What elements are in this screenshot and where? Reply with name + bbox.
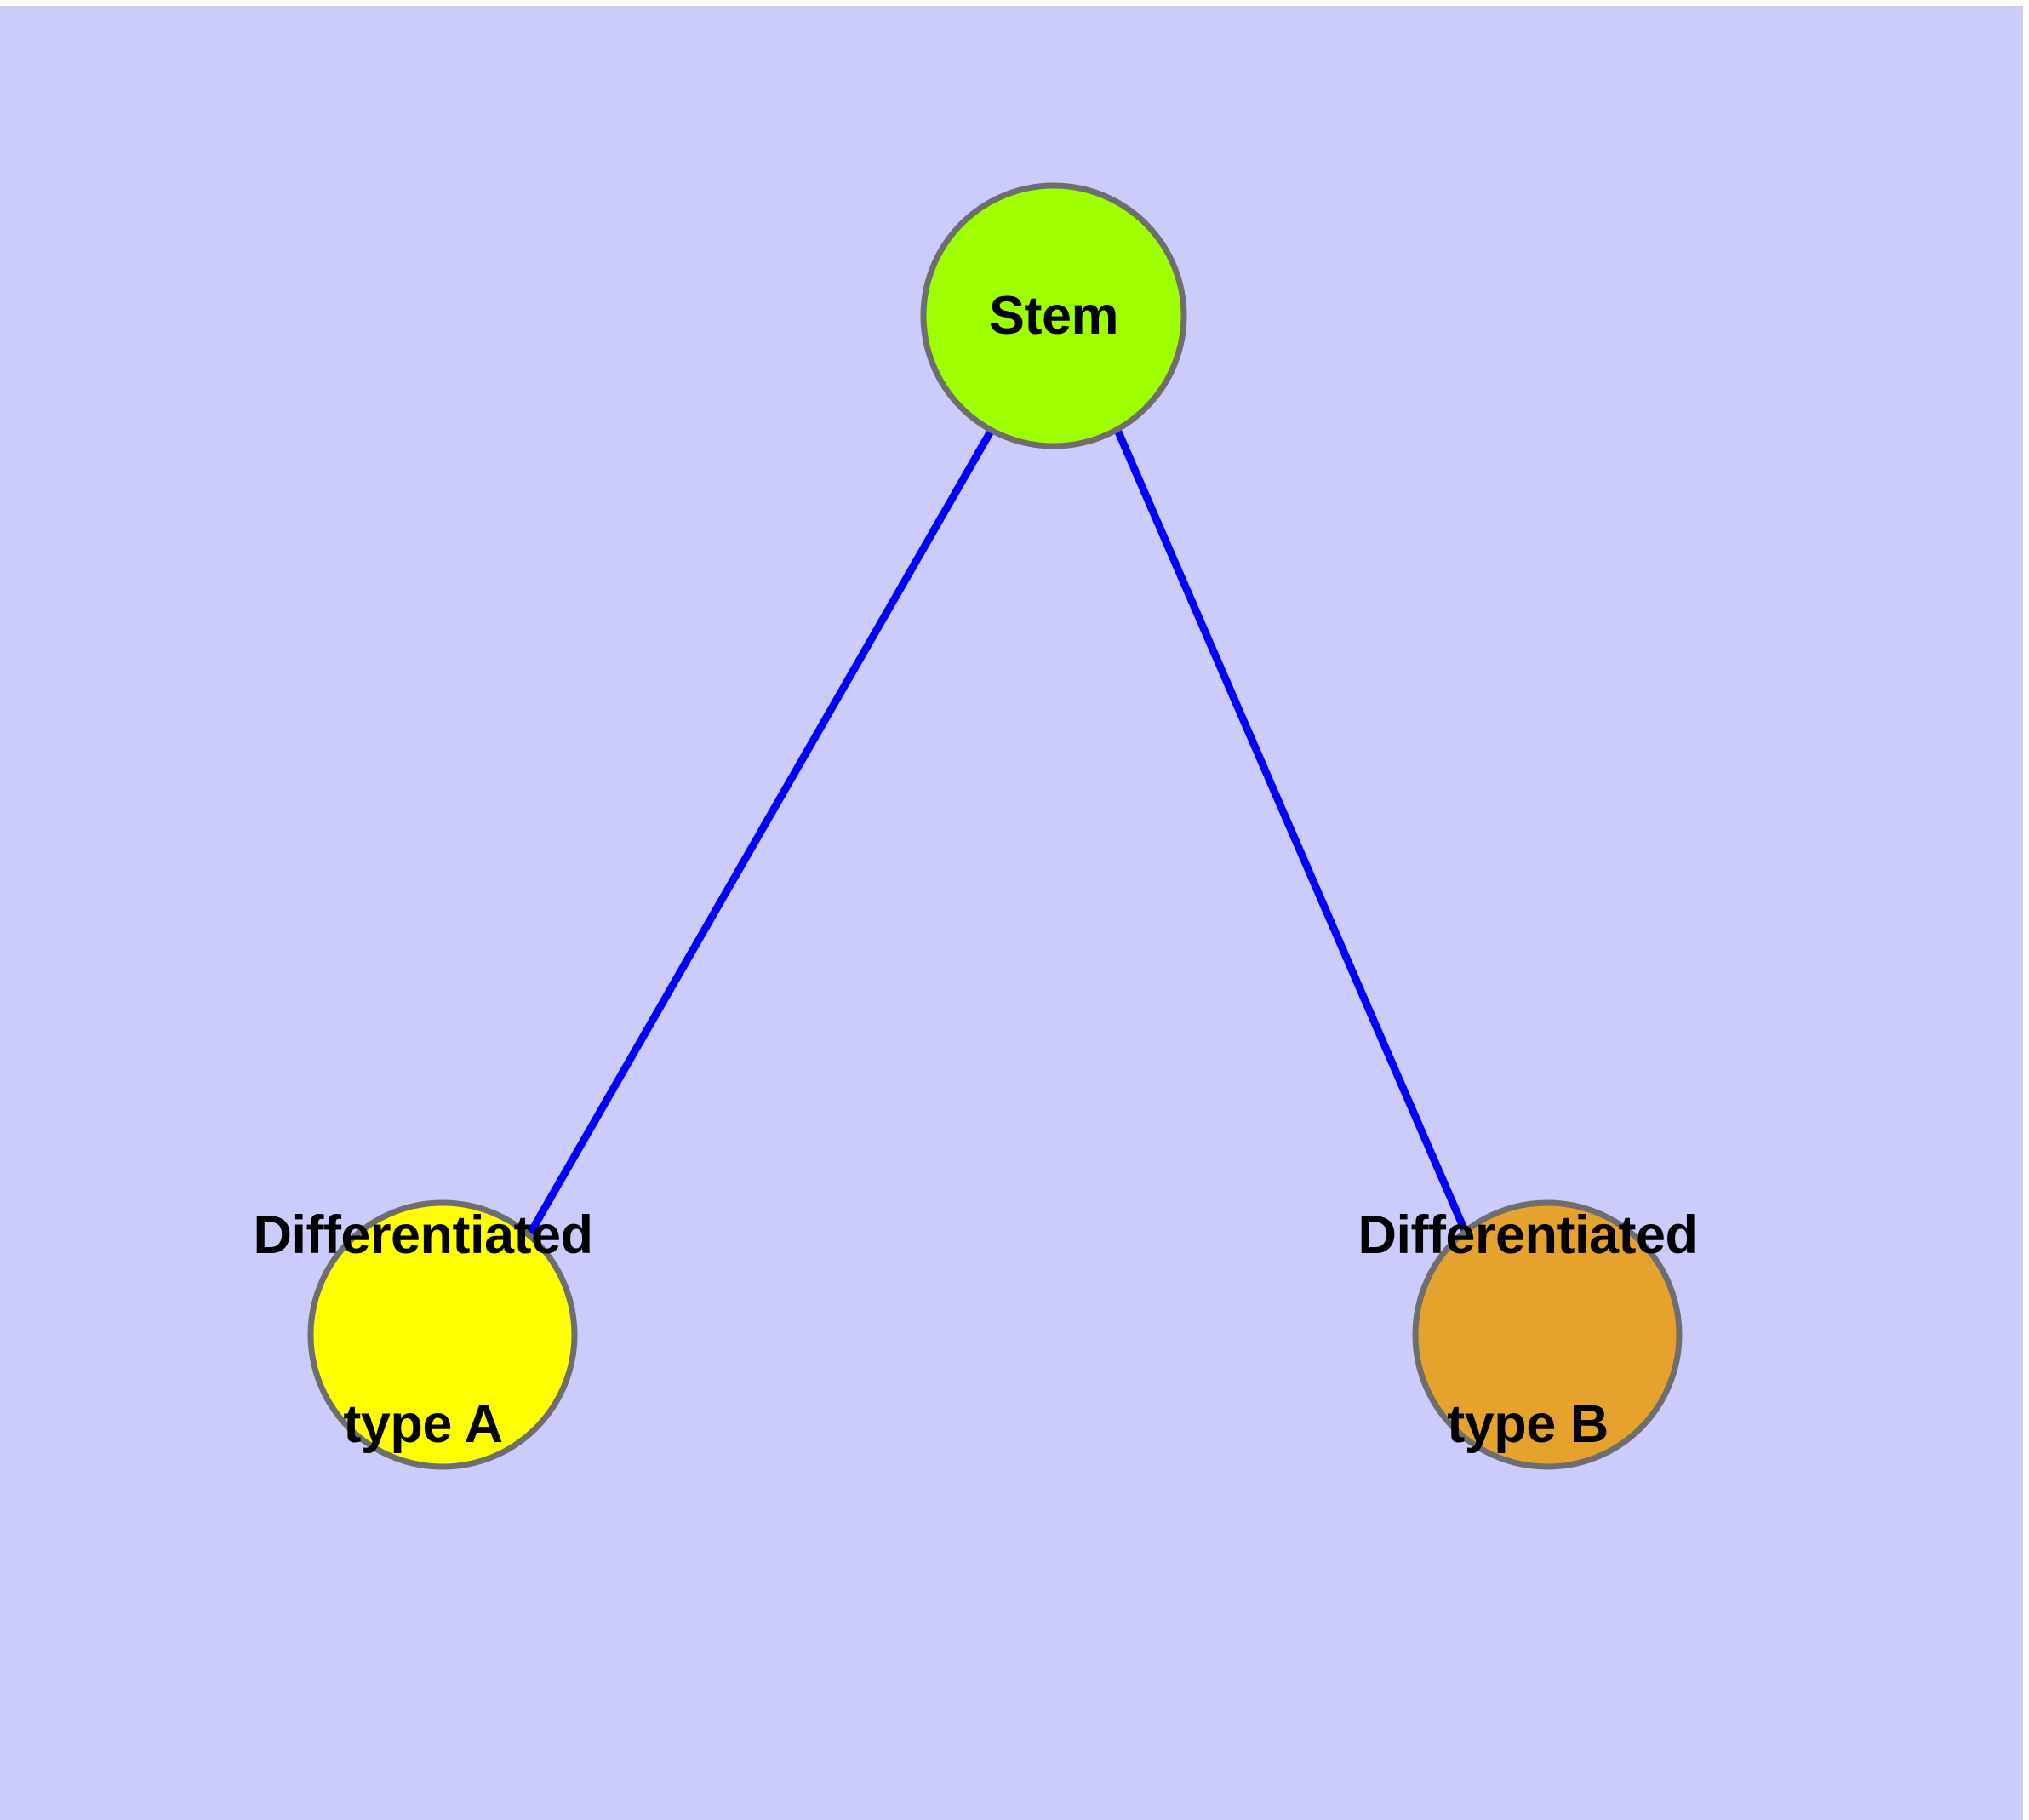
node-link-graph xyxy=(307,182,1683,1470)
node-differentiated-type-b[interactable] xyxy=(1412,1199,1683,1470)
node-stem[interactable] xyxy=(920,182,1187,449)
edge-stem-to-differentiated-type-a[interactable] xyxy=(524,427,995,1240)
diagram-plot-area: Stem Differentiated type A Differentiate… xyxy=(0,6,2023,1820)
edge-layer xyxy=(524,427,1471,1240)
edge-stem-to-differentiated-type-b[interactable] xyxy=(1113,428,1471,1236)
node-differentiated-type-a[interactable] xyxy=(307,1199,578,1470)
node-layer xyxy=(307,182,1683,1470)
